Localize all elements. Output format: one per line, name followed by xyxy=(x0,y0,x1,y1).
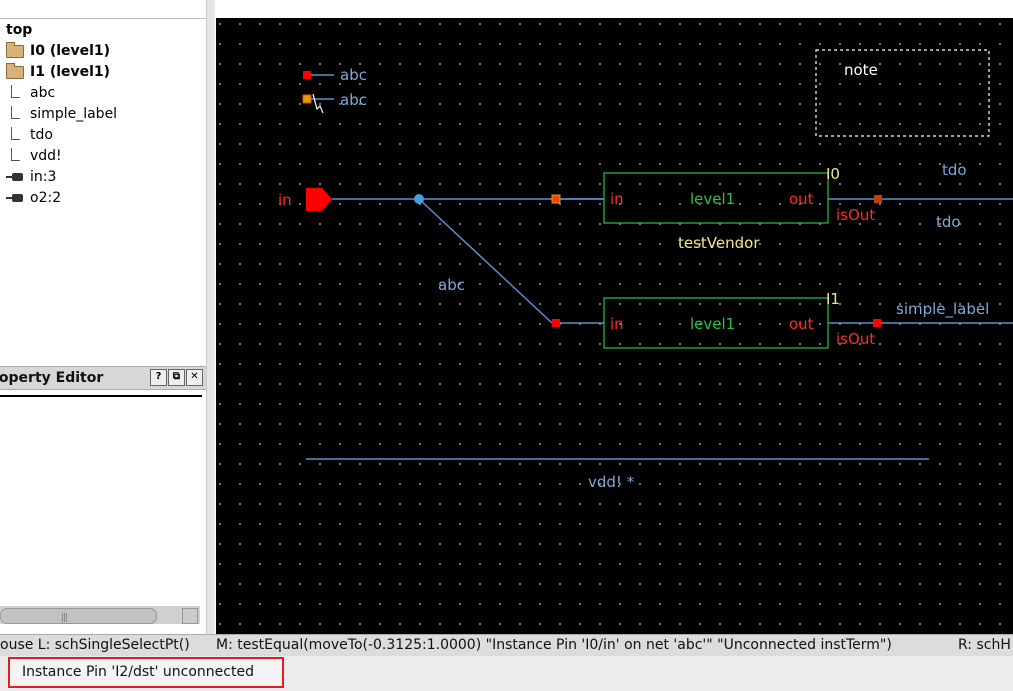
tree-item-label: vdd! xyxy=(30,148,62,164)
pin-icon xyxy=(4,190,26,206)
cursor-icon xyxy=(312,93,324,114)
help-button[interactable]: ? xyxy=(150,369,167,386)
scrollbar-thumb[interactable]: ||| xyxy=(0,608,157,624)
pin-in-label: in xyxy=(610,315,624,333)
cell-label: level1 xyxy=(690,315,735,333)
divider xyxy=(0,18,206,19)
folder-icon xyxy=(4,41,26,59)
wire-abc[interactable] xyxy=(418,198,553,324)
tree-item-label: o2:2 xyxy=(30,190,62,206)
mouse-middle-binding: M: testEqual(moveTo(-0.3125:1.0000) "Ins… xyxy=(216,637,892,653)
schematic-canvas[interactable]: abc abc note in abc in level1 out I0 xyxy=(216,18,1013,634)
mouse-left-binding: ouse L: schSingleSelectPt() xyxy=(0,637,190,653)
pin-out-label: out xyxy=(789,315,814,333)
cell-label: level1 xyxy=(690,190,735,208)
legend-pin-abc-2[interactable]: abc xyxy=(302,91,367,114)
wire-label-abc: abc xyxy=(438,276,465,294)
property-editor-title: roperty Editor xyxy=(0,370,104,386)
tree-item-i0[interactable]: I0 (level1) xyxy=(4,41,110,61)
close-button[interactable]: ✕ xyxy=(186,369,203,386)
tree-item-vdd[interactable]: vdd! xyxy=(4,146,62,166)
message-bar: Instance Pin 'I2/dst' unconnected xyxy=(0,656,1013,691)
mouse-right-binding: R: schH xyxy=(958,637,1011,653)
instance-name: I1 xyxy=(826,290,840,308)
tree-item-label: in:3 xyxy=(30,169,57,185)
tree-item-in[interactable]: in:3 xyxy=(4,167,56,187)
tree-item-i1[interactable]: I1 (level1) xyxy=(4,62,110,82)
net-label-simple-label: simple_label xyxy=(896,300,989,319)
tree-item-simple-label[interactable]: simple_label xyxy=(4,104,117,124)
left-panel: top I0 (level1) I1 (level1) abc simple_l… xyxy=(0,0,208,691)
panel-splitter[interactable] xyxy=(206,0,215,634)
divider xyxy=(0,395,202,397)
net-label-tdo: tdo xyxy=(942,161,967,179)
instance-name: I0 xyxy=(826,165,840,183)
pin-out-label: out xyxy=(789,190,814,208)
tree-item-label: I1 (level1) xyxy=(30,64,111,80)
horizontal-scrollbar[interactable]: ||| xyxy=(0,606,200,624)
status-message: Instance Pin 'I2/dst' unconnected xyxy=(22,664,254,680)
tree-item-label: simple_label xyxy=(30,106,118,122)
instance-i1[interactable]: in level1 out I1 isOut xyxy=(552,290,1013,349)
note-label: note xyxy=(844,61,878,79)
tree-item-label: tdo xyxy=(30,127,53,143)
port-label: isOut xyxy=(836,206,875,224)
vendor-label: testVendor xyxy=(678,234,760,252)
net-icon xyxy=(4,148,26,164)
property-editor-header: roperty Editor ? ⧉ ✕ xyxy=(0,366,206,390)
port-label: isOut xyxy=(836,330,875,348)
net-icon xyxy=(4,85,26,101)
message-box: Instance Pin 'I2/dst' unconnected xyxy=(8,657,284,688)
legend-pin-abc-1[interactable]: abc xyxy=(303,66,367,84)
grip-icon: ||| xyxy=(61,613,68,623)
tree-item-label: I0 (level1) xyxy=(30,43,111,59)
tree-item-o2[interactable]: o2:2 xyxy=(4,188,61,208)
net-label-vdd: vdd! * xyxy=(588,473,635,491)
tree-item-label: abc xyxy=(30,85,56,101)
net-icon xyxy=(4,106,26,122)
pin-in-label: in xyxy=(610,190,624,208)
input-pin-in[interactable] xyxy=(306,188,332,211)
net-label-tdo: tdo xyxy=(936,213,961,231)
tree-item-tdo[interactable]: tdo xyxy=(4,125,53,145)
hierarchy-root-label: top xyxy=(6,22,33,38)
hierarchy-root[interactable]: top xyxy=(6,20,32,40)
float-button[interactable]: ⧉ xyxy=(168,369,185,386)
scroll-right-icon[interactable] xyxy=(182,608,198,624)
legend-label: abc xyxy=(340,91,367,109)
input-pin-label: in xyxy=(278,191,292,209)
note-box[interactable]: note xyxy=(815,49,990,137)
tree-item-abc[interactable]: abc xyxy=(4,83,55,103)
legend-label: abc xyxy=(340,66,367,84)
net-icon xyxy=(4,127,26,143)
instance-i0[interactable]: in level1 out I0 isOut testVendor xyxy=(551,165,1013,252)
pin-icon xyxy=(4,169,26,185)
mouse-status-bar: ouse L: schSingleSelectPt() M: testEqual… xyxy=(0,634,1013,657)
folder-icon xyxy=(4,62,26,80)
